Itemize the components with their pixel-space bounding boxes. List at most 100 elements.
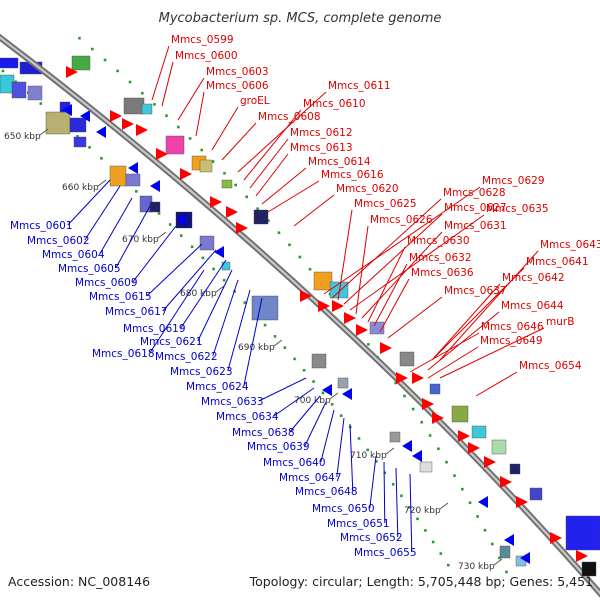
reverse-label-leader <box>369 455 377 509</box>
reverse-label-leader <box>273 387 315 417</box>
reverse-feature-block <box>251 295 279 321</box>
position-tick-mark <box>439 502 449 510</box>
forward-strand-features <box>66 55 600 577</box>
forward-label-leader <box>367 246 406 323</box>
reverse-gene-label: Mmcs_0650 <box>312 503 375 515</box>
forward-gene-label: Mmcs_0636 <box>411 267 474 279</box>
position-tick-label: 710 kbp <box>350 451 387 461</box>
reverse-label-leader <box>84 185 121 241</box>
reverse-feature-block <box>199 235 215 251</box>
forward-gene-label: Mmcs_0631 <box>444 220 507 232</box>
dot-arc-outer-reverse <box>302 368 306 372</box>
dot-arc-outer-reverse <box>212 267 215 271</box>
forward-gene-arrow <box>458 430 470 442</box>
forward-gene-label: Mmcs_0600 <box>175 50 238 62</box>
position-tick-label: 730 kbp <box>458 562 495 572</box>
dot-arc-outer-reverse <box>222 278 226 282</box>
accession-label: Accession: NC_008146 <box>8 574 150 589</box>
forward-gene-arrow <box>576 550 588 562</box>
forward-gene-arrow <box>516 496 528 508</box>
forward-gene-labels: Mmcs_0599Mmcs_0600Mmcs_0603Mmcs_0606groE… <box>151 34 600 397</box>
reverse-gene-arrow <box>62 104 72 116</box>
reverse-gene-arrow <box>520 552 530 564</box>
dot-arc-outer-reverse <box>190 245 194 249</box>
dot-arc-outer-reverse <box>76 135 79 138</box>
dot-arc-outer-forward <box>498 556 501 560</box>
forward-label-leader <box>379 278 410 333</box>
reverse-gene-arrow <box>402 440 412 452</box>
forward-gene-label: Mmcs_0628 <box>443 187 506 199</box>
feature-dots-layer <box>1 36 508 574</box>
dot-arc-outer-forward <box>288 243 291 247</box>
position-tick-mark <box>97 179 107 187</box>
forward-label-leader <box>431 283 501 361</box>
reverse-gene-label: Mmcs_0647 <box>279 472 342 484</box>
forward-gene-label: Mmcs_0632 <box>409 252 472 264</box>
dot-arc-outer-forward <box>453 474 456 477</box>
forward-label-leader <box>249 138 289 189</box>
forward-label-leader <box>195 91 205 137</box>
forward-gene-label: Mmcs_0606 <box>206 80 269 92</box>
forward-gene-arrow <box>550 532 562 544</box>
dot-arc-outer-reverse <box>391 483 395 486</box>
dot-arc-outer-forward <box>437 447 440 451</box>
reverse-strand-features <box>0 57 530 567</box>
dot-arc-outer-forward <box>505 570 508 574</box>
dot-arc-outer-reverse <box>293 357 296 361</box>
dot-arc-outer-forward <box>476 515 479 518</box>
reverse-feature-block <box>125 173 141 187</box>
reverse-gene-label: Mmcs_0618 <box>92 348 155 360</box>
forward-gene-label: Mmcs_0654 <box>519 360 582 372</box>
forward-feature-block <box>529 487 543 501</box>
forward-gene-arrow <box>66 66 78 78</box>
dot-arc-outer-forward <box>483 528 487 532</box>
forward-gene-label: Mmcs_0599 <box>171 34 234 46</box>
forward-gene-label: Mmcs_0635 <box>486 203 549 215</box>
reverse-gene-arrow <box>150 180 160 192</box>
dot-arc-outer-reverse <box>439 552 443 555</box>
forward-label-leader <box>337 209 353 301</box>
forward-gene-label: Mmcs_0616 <box>321 169 384 181</box>
reverse-gene-label: Mmcs_0633 <box>201 396 264 408</box>
reverse-feature-block <box>419 461 433 473</box>
reverse-gene-label: Mmcs_0622 <box>155 351 218 363</box>
reverse-gene-label: Mmcs_0655 <box>354 547 417 559</box>
forward-label-leader <box>387 296 443 339</box>
forward-label-leader <box>243 109 302 181</box>
dot-arc-outer-reverse <box>330 402 334 406</box>
dot-arc-outer-forward <box>165 114 168 117</box>
dot-arc-outer-reverse <box>400 494 403 498</box>
forward-label-leader <box>267 180 320 213</box>
dot-arc-outer-forward <box>367 343 370 346</box>
reverse-gene-label: Mmcs_0623 <box>170 366 233 378</box>
reverse-label-leader <box>336 417 345 478</box>
forward-gene-arrow <box>210 196 222 208</box>
position-tick-label: 680 kbp <box>180 289 217 299</box>
forward-gene-arrow <box>500 476 512 488</box>
reverse-feature-block <box>27 85 43 101</box>
dot-arc-outer-forward <box>277 231 281 234</box>
reverse-gene-label: Mmcs_0648 <box>295 486 358 498</box>
reverse-feature-block <box>109 165 127 187</box>
dot-arc-outer-reverse <box>375 460 378 463</box>
forward-gene-label: Mmcs_0646 <box>481 321 544 333</box>
forward-feature-block <box>313 271 333 291</box>
reverse-feature-block <box>73 136 87 148</box>
forward-label-leader <box>427 311 500 371</box>
forward-gene-arrow <box>332 300 344 312</box>
dot-arc-outer-reverse <box>431 540 435 544</box>
reverse-gene-arrow <box>128 162 138 174</box>
reverse-gene-arrow <box>504 534 514 546</box>
forward-gene-arrow <box>468 442 480 454</box>
dot-arc-outer-reverse <box>179 234 183 237</box>
reverse-gene-arrow <box>412 450 422 462</box>
position-tick-mark <box>215 285 225 293</box>
forward-gene-arrow <box>122 118 134 130</box>
forward-feature-block <box>429 383 441 395</box>
forward-label-leader <box>237 91 327 173</box>
forward-gene-label: Mmcs_0642 <box>502 272 565 284</box>
forward-gene-label: Mmcs_0627 <box>444 202 507 214</box>
forward-gene-arrow <box>300 290 312 302</box>
